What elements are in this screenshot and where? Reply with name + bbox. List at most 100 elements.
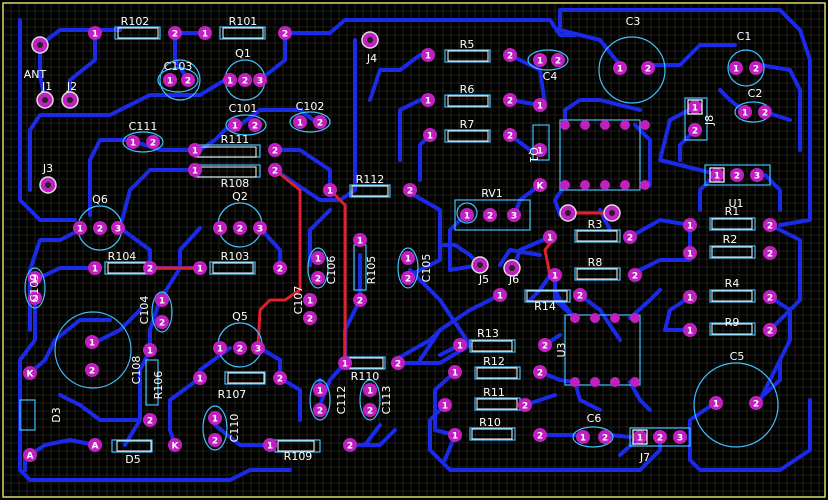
bottom-trace: [123, 348, 152, 447]
pad-number: 2: [367, 407, 373, 417]
resistor-body: [476, 398, 518, 410]
pad-number: 2: [645, 65, 651, 75]
resistor-body: [471, 340, 513, 352]
bottom-trace: [418, 293, 502, 362]
label-c108: C108: [130, 356, 143, 385]
pad-number: 1: [89, 339, 95, 349]
bottom-trace: [213, 423, 272, 447]
label-r108: R108: [221, 177, 250, 190]
pad-number: 2: [762, 109, 768, 119]
label-r14: R14: [534, 300, 556, 313]
ic-pin: [570, 313, 580, 323]
label-r104: R104: [108, 250, 137, 263]
pad-number: 1: [733, 65, 739, 75]
pad: [623, 230, 637, 244]
component-outline: [159, 59, 201, 101]
pad-number: 1: [452, 432, 458, 442]
pad: [263, 438, 277, 452]
pad: [533, 365, 547, 379]
bottom-trace: [38, 28, 122, 47]
label-j6: J6: [508, 273, 519, 286]
pad-number: 2: [767, 222, 773, 232]
pad: [278, 26, 292, 40]
pad: [248, 118, 262, 132]
pad-number: 1: [367, 387, 373, 397]
pad-number: 2: [277, 375, 283, 385]
label-j5: J5: [478, 273, 489, 286]
label-c111: C111: [129, 120, 158, 133]
bottom-trace: [628, 288, 662, 320]
component-outlines: [19, 26, 779, 453]
pad: [313, 403, 327, 417]
pad-number: 1: [217, 345, 223, 355]
pad-number: 1: [617, 65, 623, 75]
pad: [311, 251, 325, 265]
pad: [709, 396, 723, 410]
label-c113: C113: [380, 386, 393, 415]
pad: [268, 143, 282, 157]
label-d5: D5: [125, 453, 140, 466]
pad: [683, 246, 697, 260]
bottom-trace: [433, 370, 457, 437]
bottom-trace: [758, 63, 802, 152]
bottom-trace: [128, 138, 197, 152]
pad-number: 1: [452, 369, 458, 379]
pad-number: 2: [537, 432, 543, 442]
label-c104: C104: [138, 296, 151, 325]
pad-number: 2: [282, 30, 288, 40]
pad: [88, 26, 102, 40]
label-r9: R9: [725, 316, 740, 329]
component-outline: [709, 245, 756, 259]
label-q1: Q1: [235, 47, 251, 60]
pad-number: 1: [537, 57, 543, 67]
pad: [401, 251, 415, 265]
label-r105: R105: [365, 256, 378, 285]
resistor-body: [277, 440, 315, 452]
pad: [268, 163, 282, 177]
label-c106: C106: [325, 256, 338, 285]
label-j8: J8: [703, 115, 716, 126]
pad-number: A: [27, 452, 34, 462]
pad: [213, 221, 227, 235]
pad-number: 2: [89, 367, 95, 377]
pad: [548, 268, 562, 282]
pad-number: 2: [272, 147, 278, 157]
label-c103: C103: [164, 60, 193, 73]
pad-number: 2: [347, 442, 353, 452]
pad: [448, 428, 462, 442]
component-outline: [469, 339, 516, 353]
pad: [293, 115, 307, 129]
bottom-trace: [403, 188, 442, 277]
bottom-trace: [68, 33, 97, 102]
pad: [193, 261, 207, 275]
pad-number: 2: [185, 77, 191, 87]
component-outline: [209, 261, 256, 275]
pad: [363, 383, 377, 397]
bottom-trace: [273, 148, 332, 192]
pad: [23, 366, 37, 380]
component-outline: [157, 67, 199, 93]
component-outline: [598, 36, 666, 104]
pad-number: 2: [407, 187, 413, 197]
bottom-trace: [558, 8, 812, 227]
component-outline: [397, 247, 419, 289]
pad-number: 2: [277, 265, 283, 275]
pad-number: 2: [507, 97, 513, 107]
pad-number: K: [537, 182, 545, 192]
pad-number: 2: [555, 57, 561, 67]
pad-number: 1: [687, 327, 693, 337]
pad-number: 1: [32, 275, 38, 285]
pad: [253, 73, 267, 87]
pad-number: 1: [713, 400, 719, 410]
pad-number: 1: [202, 30, 208, 40]
ic-pin: [590, 377, 600, 387]
component-outline: [572, 426, 614, 448]
pad: [403, 183, 417, 197]
label-q5: Q5: [232, 310, 248, 323]
bottom-trace: [628, 218, 692, 239]
pad-number: 2: [753, 65, 759, 75]
bottom-trace: [678, 128, 697, 162]
resistor-body: [447, 95, 489, 107]
